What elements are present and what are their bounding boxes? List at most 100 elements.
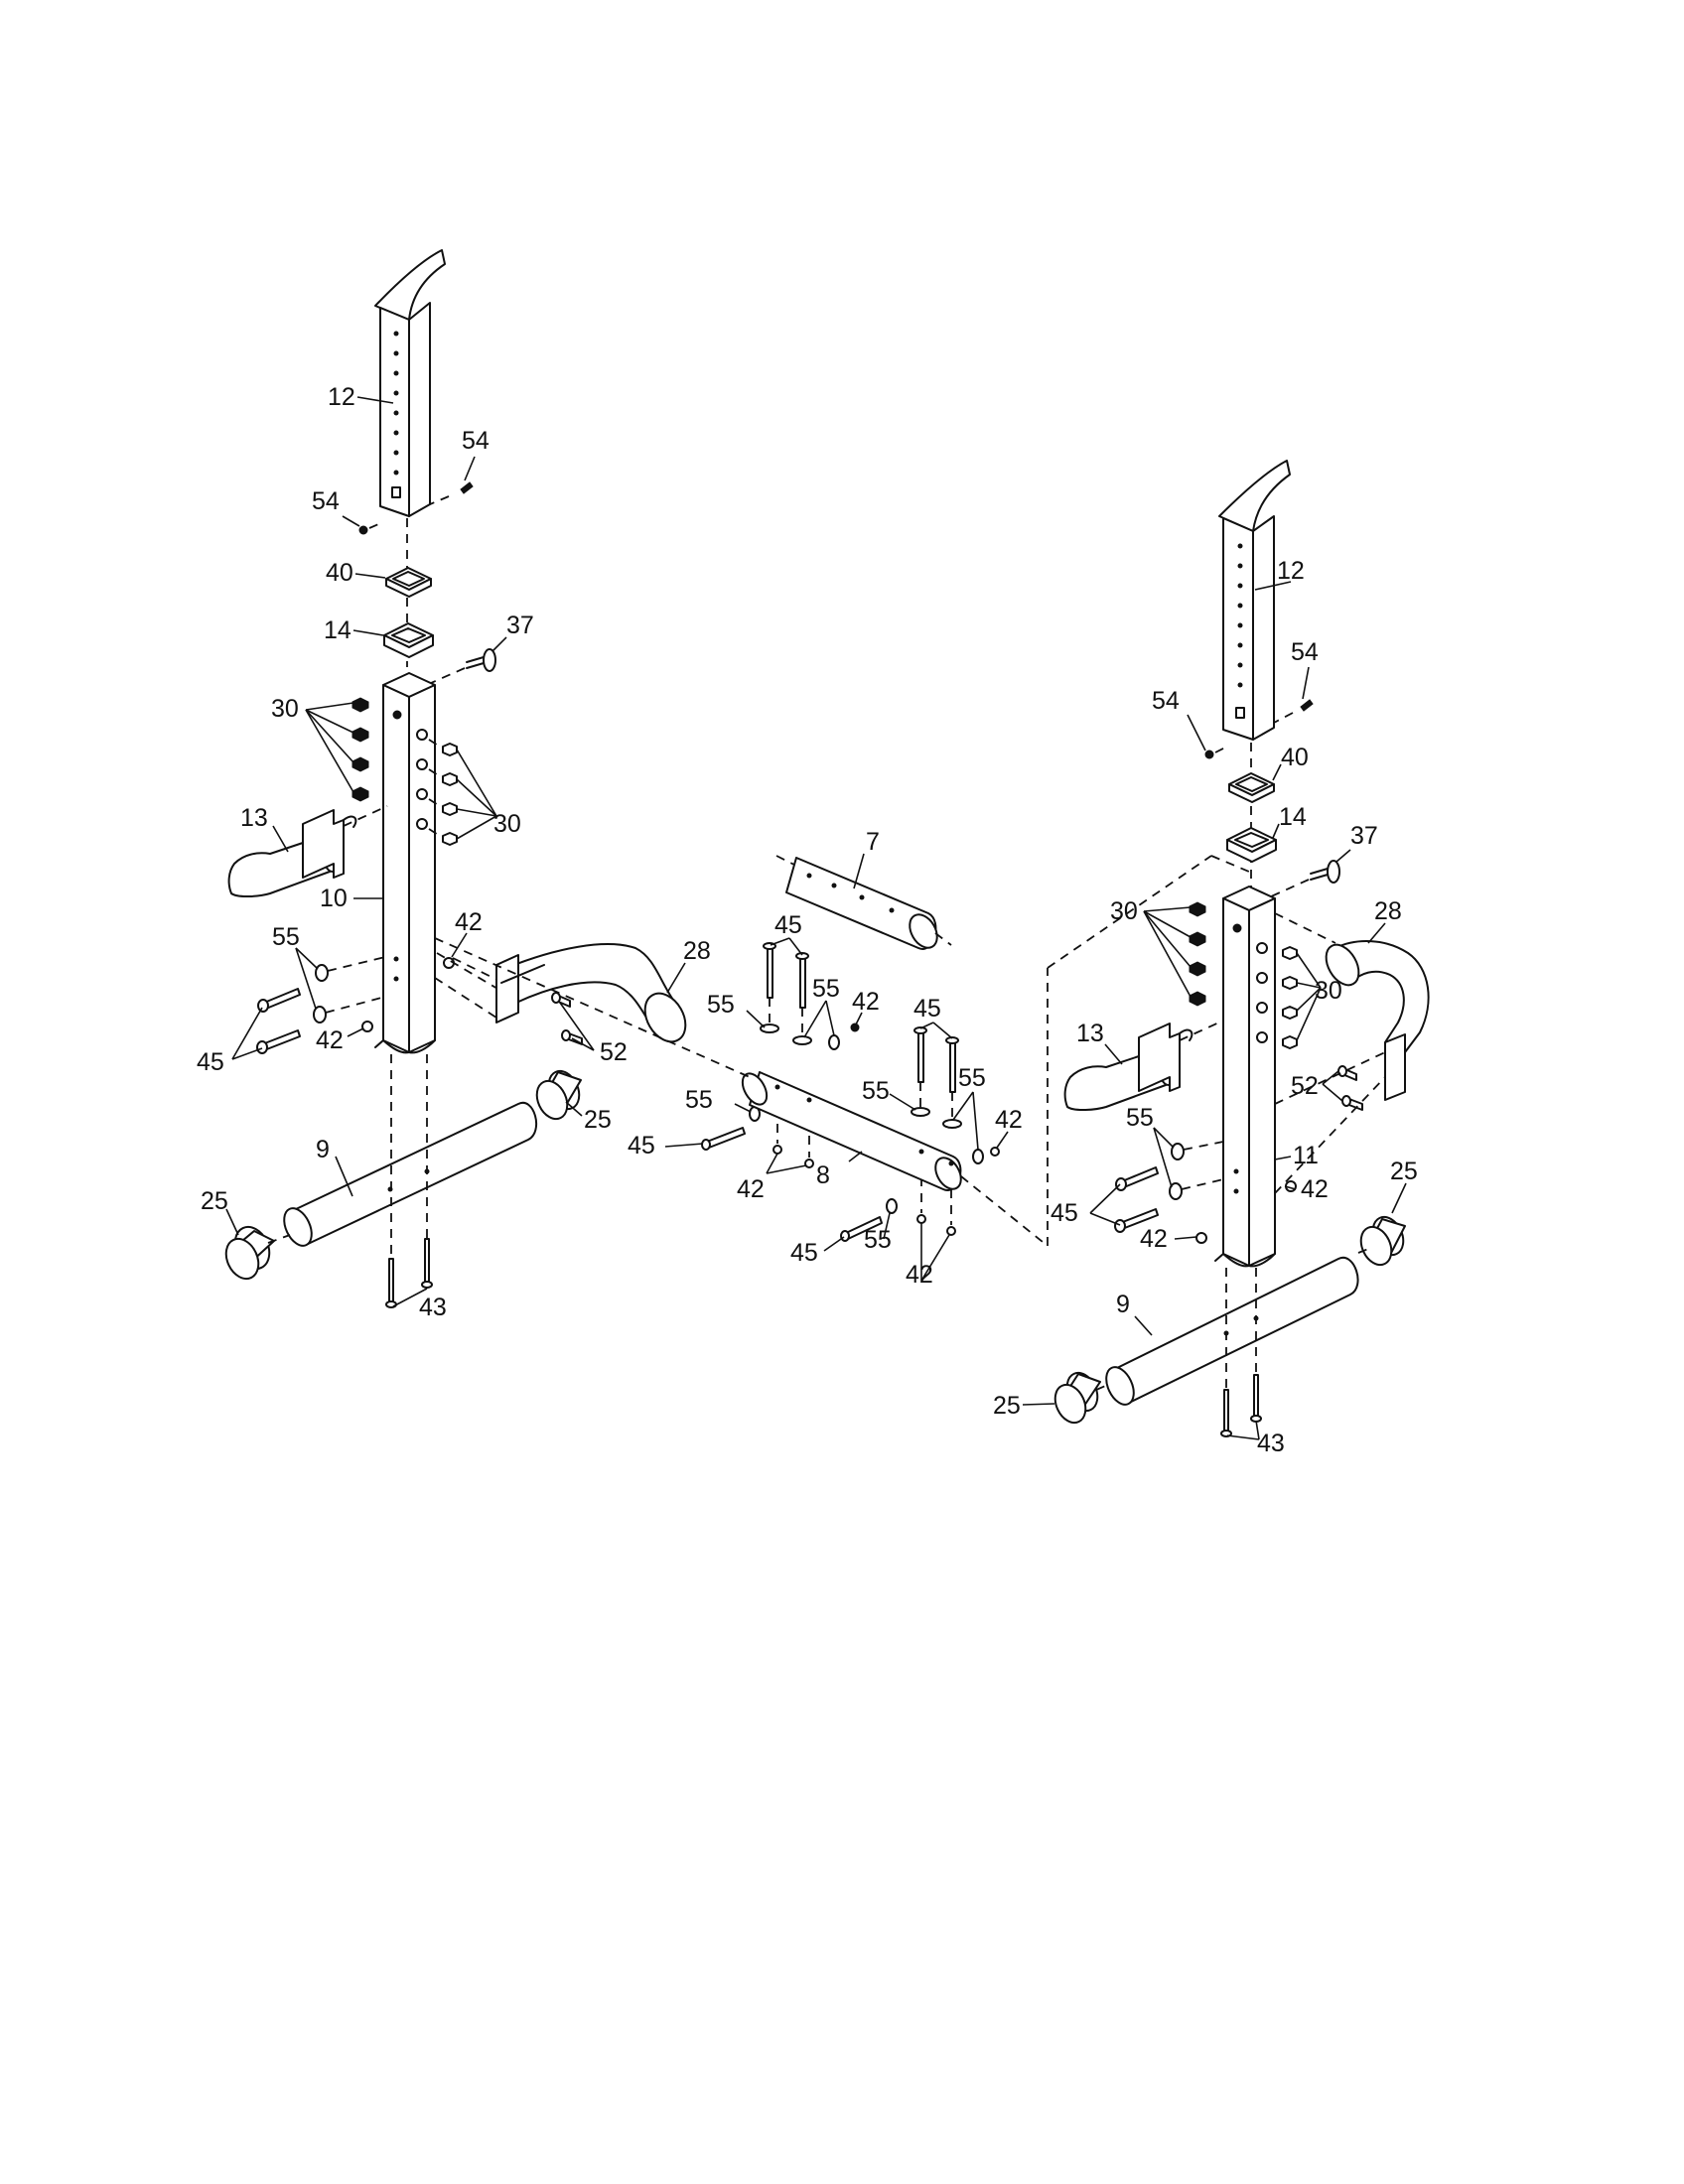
part-25-end-cap-left-a xyxy=(224,1225,291,1281)
part-37-pull-pin-left xyxy=(421,648,496,688)
part-54-bolt-left-b xyxy=(358,521,384,535)
label-part-55-middle-e: 55 xyxy=(685,1086,713,1114)
part-45-bolts-middle-lower xyxy=(701,1127,883,1242)
part-40-square-cap-left xyxy=(385,567,432,598)
label-part-45-right: 45 xyxy=(1051,1199,1078,1227)
part-12-extension-tube-left xyxy=(374,249,446,517)
label-part-28-right: 28 xyxy=(1374,897,1402,925)
label-part-30-right-a: 30 xyxy=(1110,897,1138,925)
part-28-curved-arm-right xyxy=(1274,912,1430,1101)
label-part-55-right: 55 xyxy=(1126,1104,1154,1132)
part-12-extension-tube-right xyxy=(1218,460,1291,741)
label-part-42-right-a: 42 xyxy=(1301,1175,1329,1203)
label-part-55-middle-c: 55 xyxy=(862,1077,890,1105)
left-upright-assembly xyxy=(224,249,687,1308)
part-25-end-cap-right-a xyxy=(1053,1371,1111,1425)
part-55-washers-left xyxy=(313,964,329,1024)
part-11-right-upright xyxy=(1214,886,1276,1268)
part-45-bolts-middle-upper xyxy=(763,942,959,1093)
label-part-45-middle-d: 45 xyxy=(790,1239,818,1267)
label-part-25-left-b: 25 xyxy=(584,1106,612,1134)
label-part-52-right: 52 xyxy=(1291,1072,1319,1100)
part-52-bolts-right xyxy=(1337,1065,1363,1111)
label-part-42-middle-b: 42 xyxy=(995,1106,1023,1134)
label-part-10: 10 xyxy=(320,885,348,912)
part-54-bolt-right-b xyxy=(1204,746,1228,759)
label-part-55-middle-d: 55 xyxy=(958,1064,986,1092)
label-part-54-right-b: 54 xyxy=(1152,687,1180,715)
label-part-28-left: 28 xyxy=(683,937,711,965)
label-part-42-middle-d: 42 xyxy=(906,1261,933,1289)
part-55-washers-right xyxy=(1169,1141,1224,1200)
label-part-30-right-b: 30 xyxy=(1315,977,1342,1005)
label-part-43-left: 43 xyxy=(419,1294,447,1321)
label-part-7: 7 xyxy=(866,828,880,856)
part-43-bolts-left xyxy=(385,1238,433,1308)
part-54-bolt-left-a xyxy=(429,481,474,505)
label-part-14-left: 14 xyxy=(324,616,351,644)
label-part-13-left: 13 xyxy=(240,804,268,832)
label-part-25-right-a: 25 xyxy=(993,1392,1021,1420)
label-part-40-left: 40 xyxy=(326,559,353,587)
label-part-42-left-a: 42 xyxy=(455,908,483,936)
right-upright-assembly xyxy=(1053,460,1430,1437)
part-55-washers-middle xyxy=(749,1024,984,1214)
label-part-30-left-b: 30 xyxy=(493,810,521,838)
part-30-nuts-left-front xyxy=(351,697,369,802)
part-30-nuts-right-front xyxy=(1189,901,1206,1007)
part-25-end-cap-left-b xyxy=(535,1069,582,1121)
part-9-base-tube-right xyxy=(1105,1256,1359,1406)
label-part-43-right: 43 xyxy=(1257,1430,1285,1457)
label-part-45-left: 45 xyxy=(197,1048,224,1076)
label-part-25-left-a: 25 xyxy=(201,1187,228,1215)
part-13-weight-horn-right xyxy=(1063,1020,1224,1111)
label-part-55-left: 55 xyxy=(272,923,300,951)
label-part-54-left-b: 54 xyxy=(312,487,340,515)
part-40-square-cap-right xyxy=(1228,772,1275,803)
label-part-37-left: 37 xyxy=(506,612,534,639)
label-part-45-middle-a: 45 xyxy=(774,911,802,939)
label-part-37-right: 37 xyxy=(1350,822,1378,850)
part-14-square-sleeve-left xyxy=(383,622,434,658)
part-52-bolts-left xyxy=(551,992,583,1045)
part-13-weight-horn-left xyxy=(227,805,388,897)
label-part-42-right-b: 42 xyxy=(1140,1225,1168,1253)
label-part-42-left-b: 42 xyxy=(316,1026,344,1054)
part-45-bolts-right xyxy=(1114,1166,1159,1233)
label-part-40-right: 40 xyxy=(1281,744,1309,771)
part-8-cross-tube xyxy=(741,1071,962,1191)
part-14-square-sleeve-right xyxy=(1226,827,1277,863)
label-part-45-middle-b: 45 xyxy=(913,995,941,1023)
label-part-52-left: 52 xyxy=(600,1038,628,1066)
label-part-55-middle-f: 55 xyxy=(864,1226,892,1254)
label-part-42-middle-c: 42 xyxy=(737,1175,765,1203)
label-part-12-left: 12 xyxy=(328,383,355,411)
label-part-9-right: 9 xyxy=(1116,1291,1130,1318)
part-30-nuts-right-side xyxy=(1282,946,1298,1049)
part-54-bolt-right-a xyxy=(1273,699,1314,724)
label-part-13-right: 13 xyxy=(1076,1020,1104,1047)
part-9-base-tube-left xyxy=(283,1101,538,1247)
label-part-54-left-a: 54 xyxy=(462,427,490,455)
part-25-end-cap-right-b xyxy=(1357,1215,1406,1267)
label-part-45-middle-c: 45 xyxy=(628,1132,655,1160)
part-10-left-upright xyxy=(374,672,436,1054)
label-part-11: 11 xyxy=(1293,1142,1319,1169)
label-part-12-right: 12 xyxy=(1277,557,1305,585)
label-part-55-middle-a: 55 xyxy=(707,991,735,1019)
label-part-25-right-b: 25 xyxy=(1390,1158,1418,1185)
label-part-54-right-a: 54 xyxy=(1291,638,1319,666)
part-42-nuts-left xyxy=(361,952,505,1032)
label-part-14-right: 14 xyxy=(1279,803,1307,831)
callout-labels: 12 54 54 40 14 37 30 30 13 10 42 55 45 4… xyxy=(197,383,1418,1457)
part-7-pad-tube xyxy=(775,855,952,950)
label-part-42-middle-a: 42 xyxy=(852,988,880,1016)
part-30-nuts-left-side xyxy=(428,739,458,846)
label-part-55-middle-b: 55 xyxy=(812,975,840,1003)
label-part-9-left: 9 xyxy=(316,1136,330,1163)
part-43-bolts-right xyxy=(1220,1374,1262,1437)
label-part-30-left-a: 30 xyxy=(271,695,299,723)
middle-crossbar-assembly xyxy=(434,855,1250,1247)
part-28-curved-arm-left xyxy=(495,943,687,1043)
